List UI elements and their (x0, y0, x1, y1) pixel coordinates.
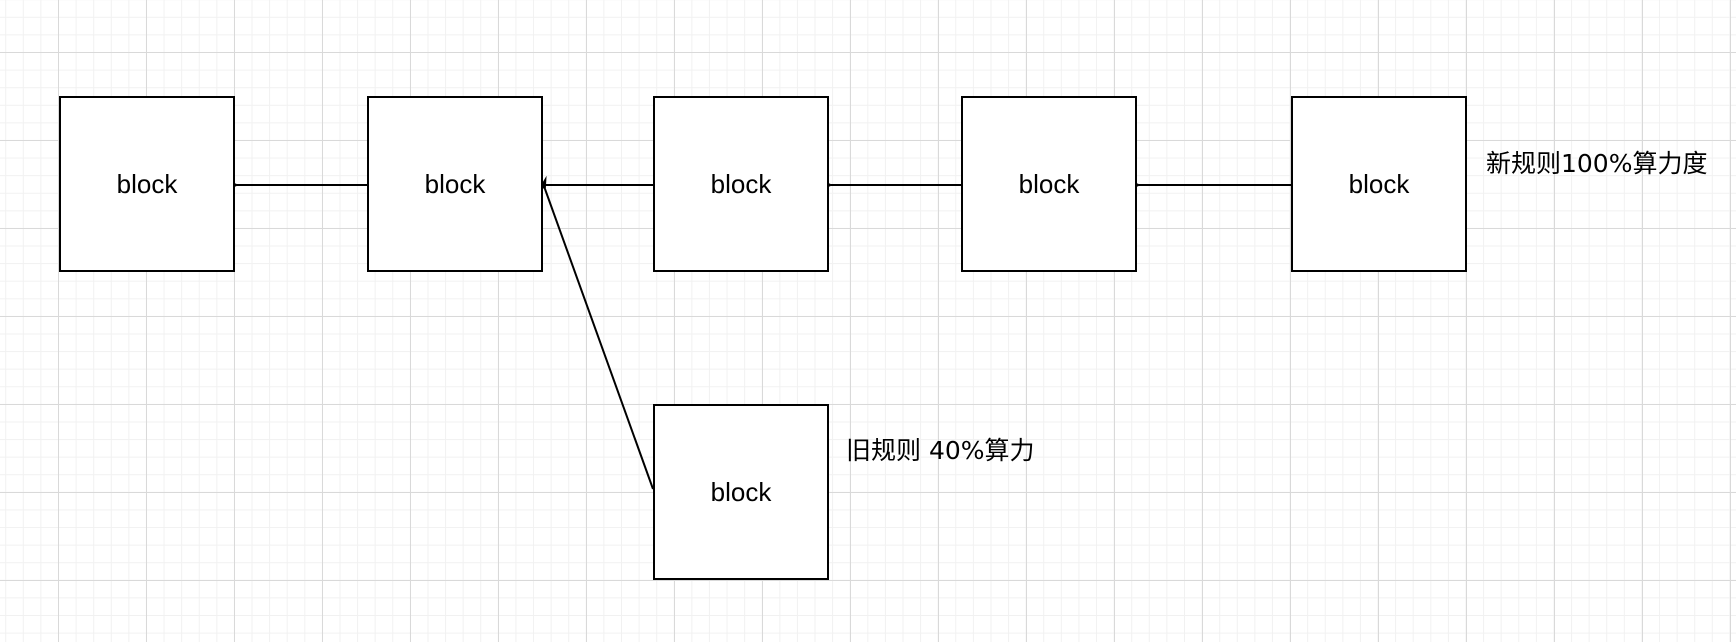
block-label: block (116, 168, 178, 199)
block-node[interactable]: block (653, 404, 829, 580)
block-label: block (1018, 168, 1080, 199)
block-label: block (424, 168, 486, 199)
block-node[interactable]: block (961, 96, 1137, 272)
block-node[interactable]: block (59, 96, 235, 272)
block-label: block (710, 168, 772, 199)
block-node[interactable]: block (367, 96, 543, 272)
block-label: block (710, 476, 772, 507)
block-label: block (1348, 168, 1410, 199)
old-rule-annotation: 旧规则 40%算力 (846, 436, 1035, 465)
block-node[interactable]: block (653, 96, 829, 272)
arrow-b6-to-b2[interactable] (535, 175, 654, 490)
new-rule-annotation: 新规则100%算力度 (1486, 149, 1708, 178)
block-node[interactable]: block (1291, 96, 1467, 272)
